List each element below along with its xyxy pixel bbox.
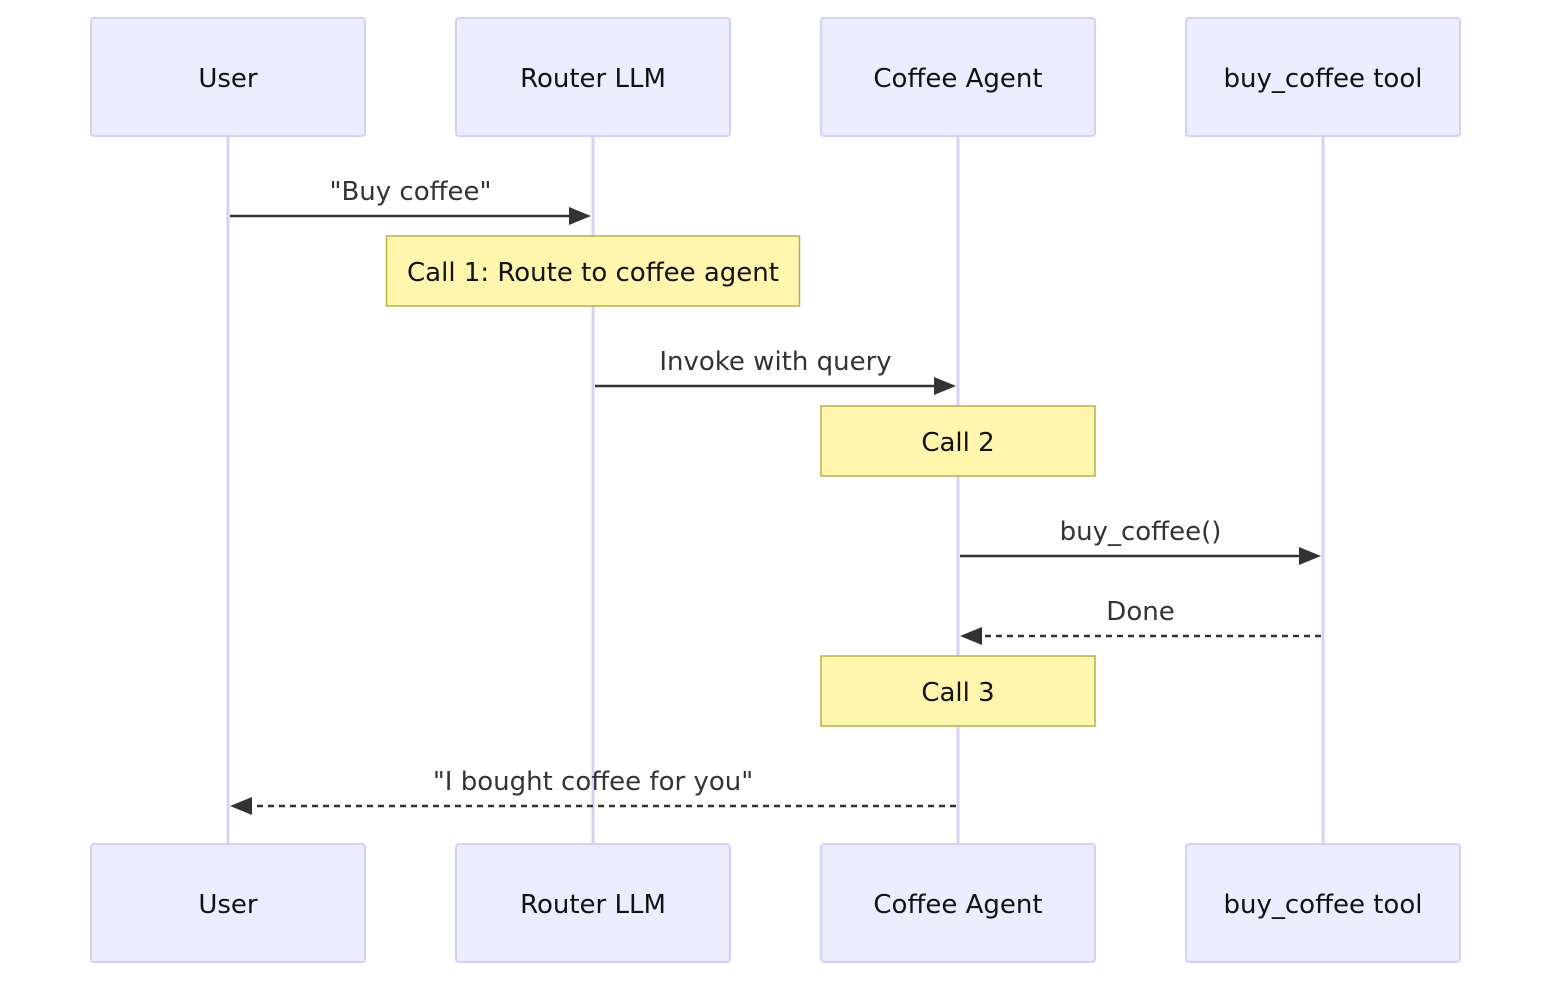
note-box [820, 655, 1096, 727]
note-box [385, 235, 801, 307]
message-0: "Buy coffee" [230, 177, 591, 225]
message-2: Invoke with query [595, 347, 956, 395]
message-label: Done [1106, 597, 1174, 627]
actor-label: Coffee Agent [873, 64, 1042, 94]
actor-box [455, 843, 731, 963]
actor-box [1185, 17, 1461, 137]
message-4: buy_coffee() [960, 517, 1321, 565]
actor-tool-top: buy_coffee tool [1185, 17, 1461, 137]
actor-box [455, 17, 731, 137]
note-6: Call 3 [820, 655, 1096, 727]
message-label: Invoke with query [659, 347, 891, 377]
actor-user-top: User [90, 17, 366, 137]
message-5: Done [960, 597, 1321, 645]
message-label: "Buy coffee" [330, 177, 492, 207]
actor-label: User [198, 64, 258, 94]
arrow-head [569, 207, 591, 225]
actor-router-bottom: Router LLM [455, 843, 731, 963]
actor-box [90, 17, 366, 137]
actor-label: Router LLM [520, 890, 666, 920]
message-label: "I bought coffee for you" [433, 767, 753, 797]
arrow-head [1299, 547, 1321, 565]
actor-tool-bottom: buy_coffee tool [1185, 843, 1461, 963]
actor-user-bottom: User [90, 843, 366, 963]
actor-label: buy_coffee tool [1224, 890, 1423, 920]
actor-box [820, 843, 1096, 963]
arrow-head [230, 797, 252, 815]
actor-agent-bottom: Coffee Agent [820, 843, 1096, 963]
message-7: "I bought coffee for you" [230, 767, 956, 815]
actor-router-top: Router LLM [455, 17, 731, 137]
message-label: buy_coffee() [1060, 517, 1222, 547]
events: "Buy coffee" Call 1: Route to coffee agen… [230, 177, 1321, 815]
actor-label: Router LLM [520, 64, 666, 94]
arrow-head [934, 377, 956, 395]
actor-box [820, 17, 1096, 137]
actor-box [90, 843, 366, 963]
note-label: Call 1: Route to coffee agent [407, 258, 779, 288]
note-label: Call 2 [921, 428, 994, 458]
actor-label: User [198, 890, 258, 920]
actor-box [1185, 843, 1461, 963]
note-3: Call 2 [820, 405, 1096, 477]
actor-agent-top: Coffee Agent [820, 17, 1096, 137]
note-label: Call 3 [921, 678, 994, 708]
actor-label: Coffee Agent [873, 890, 1042, 920]
note-1: Call 1: Route to coffee agent [385, 235, 801, 307]
actor-label: buy_coffee tool [1224, 64, 1423, 94]
note-box [820, 405, 1096, 477]
arrow-head [960, 627, 982, 645]
